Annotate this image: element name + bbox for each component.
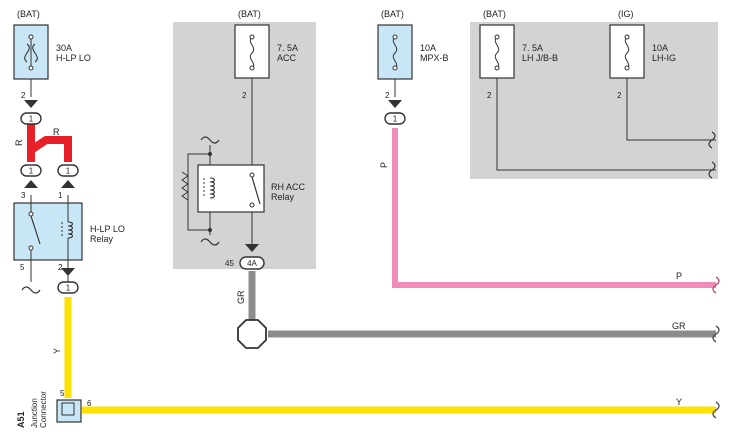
wire-label-y: Y: [52, 348, 62, 354]
pin-hlp-fuse-out: 2: [21, 91, 26, 100]
fuse-lhig-rating: 10A: [652, 43, 668, 53]
pin-junction-in: 5: [60, 389, 65, 398]
wire-label-gr-vert: GR: [236, 290, 246, 304]
pin-lhjb-fuse-out: 2: [487, 91, 492, 100]
connector-c4: [57, 268, 79, 294]
fuse-mpx-b: [377, 24, 413, 80]
wire-label-p-vert: P: [379, 162, 389, 168]
connector-c2-label: 1: [29, 167, 34, 176]
connector-c5-label: 1: [393, 115, 398, 124]
bat-label-1: (BAT): [17, 9, 40, 19]
fuse-acc-name: ACC: [277, 53, 297, 63]
connector-c5: [384, 100, 406, 125]
fuse-lhjb-rating: 7. 5A: [522, 43, 543, 53]
rhacc-relay-label-1: RH ACC: [271, 182, 306, 192]
fuse-lh-ig: [609, 24, 645, 79]
connector-c1-label: 1: [29, 115, 34, 124]
splice-point: [237, 319, 267, 349]
pin-relay-coil-in: 1: [58, 191, 63, 200]
connector-c6-label: 4A: [247, 259, 257, 268]
connector-c3: [57, 164, 79, 188]
junction-connector-box: [56, 399, 82, 423]
hlp-relay-label-2: Relay: [90, 234, 114, 244]
pin-relay-out: 2: [58, 263, 63, 272]
wire-label-p-right: P: [676, 271, 682, 281]
fuse-acc-rating: 7. 5A: [277, 43, 298, 53]
connector-c6: [239, 244, 265, 270]
red-wire: [27, 124, 72, 162]
pin-relay-in: 3: [21, 191, 26, 200]
pin-relay-5: 5: [20, 263, 25, 272]
wire-label-gr-right: GR: [672, 321, 686, 331]
fuse-mpx-rating: 10A: [420, 43, 436, 53]
rh-acc-relay: [181, 152, 265, 232]
wire-break-marks: [21, 131, 716, 294]
hlp-lo-relay: [13, 195, 83, 282]
fuse-mpx-name: MPX-B: [420, 53, 449, 63]
ig-label: (IG): [618, 9, 634, 19]
fuse-labels: 30A H-LP LO 7. 5A ACC 10A MPX-B 7. 5A LH…: [56, 43, 676, 63]
power-source-labels: (BAT) (BAT) (BAT) (BAT) (IG): [17, 9, 634, 19]
connector-c1: [20, 100, 42, 125]
hlp-relay-label-1: H-LP LO: [90, 224, 125, 234]
thick-wire-ends: [712, 276, 720, 419]
fuse-lhjb-name: LH J/B-B: [522, 53, 558, 63]
fuse-hlp-rating: 30A: [56, 43, 72, 53]
pin-numbers: 2 2 2 2 2 3 1 5 2 45 5 6: [20, 91, 622, 408]
wire-color-labels: R R Y GR GR P P Y: [14, 127, 686, 407]
fuse-lh-jb-b: [479, 24, 515, 79]
fuse-hlp-name: H-LP LO: [56, 53, 91, 63]
bat-label-2: (BAT): [238, 9, 261, 19]
relay-labels: H-LP LO Relay RH ACC Relay: [90, 182, 306, 244]
pin-acc-fuse-out: 2: [242, 91, 247, 100]
pin-junction-out: 6: [87, 399, 92, 408]
fuse-acc: [234, 24, 270, 79]
fuse-hlp-lo: [13, 24, 49, 80]
pin-mpx-fuse-out: 2: [385, 91, 390, 100]
gray-wire: [248, 271, 716, 338]
wire-label-r-top: R: [53, 127, 60, 137]
connector-numbers: 1 1 1 1 1 4A: [29, 115, 398, 293]
bat-label-3: (BAT): [381, 9, 404, 19]
junction-connector-label: A51 Junction Connector: [16, 391, 48, 428]
fuse-lhig-name: LH-IG: [652, 53, 676, 63]
connector-c3-label: 1: [66, 167, 71, 176]
pin-lhig-fuse-out: 2: [617, 91, 622, 100]
junction-line-2: Connector: [39, 391, 48, 428]
junction-id: A51: [16, 411, 26, 428]
rhacc-relay-label-2: Relay: [271, 192, 295, 202]
connector-c2: [20, 164, 42, 188]
bat-label-4: (BAT): [483, 9, 506, 19]
wire-label-r-left: R: [14, 139, 24, 146]
wire-label-y-right: Y: [676, 397, 682, 407]
connector-c4-label: 1: [66, 284, 71, 293]
yellow-wire: [64, 297, 716, 414]
pin-acc-relay-out: 45: [225, 259, 234, 268]
junction-line-1: Junction: [30, 398, 39, 428]
pink-wire: [392, 128, 716, 288]
